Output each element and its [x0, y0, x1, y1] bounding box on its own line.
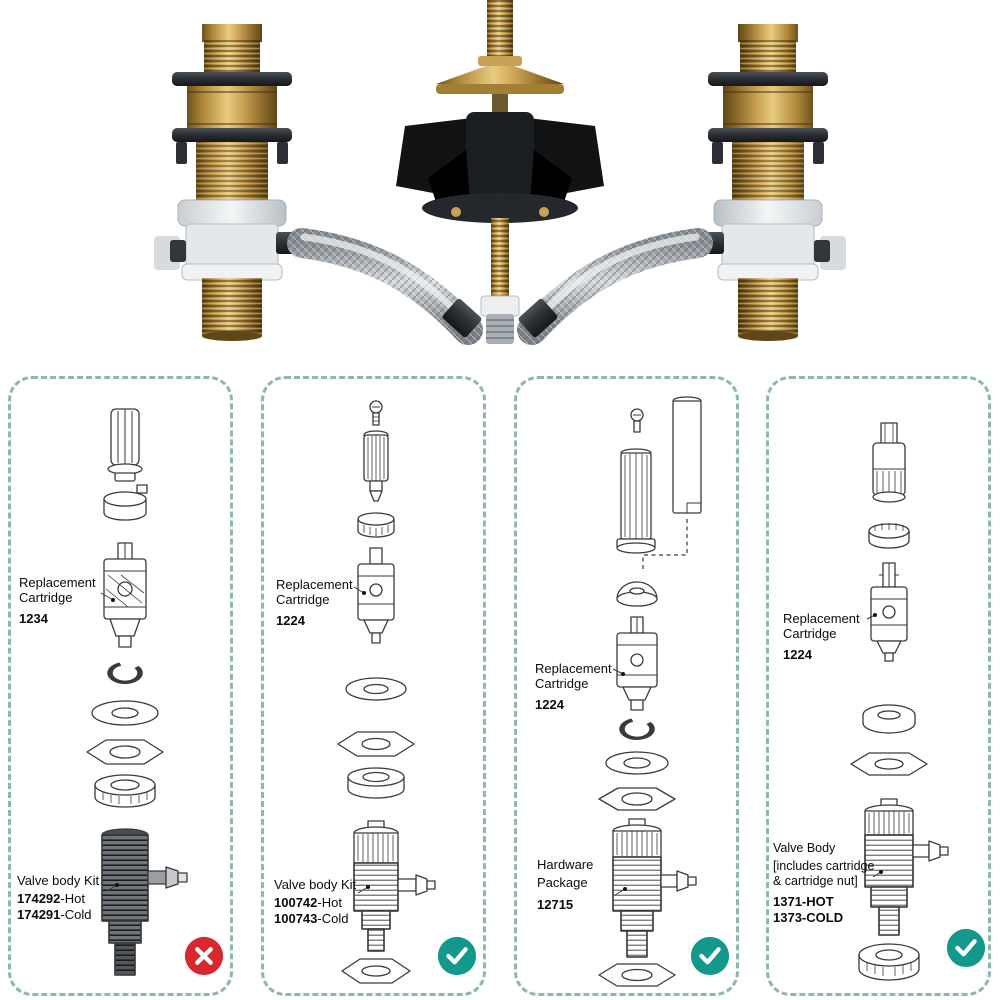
hardware-label-line2: Package: [537, 875, 588, 891]
cartridge-label: Replacement Cartridge 1224: [276, 577, 364, 628]
part-number-row: 1373-COLD: [773, 910, 844, 926]
part-number-row: 100743-Cold: [274, 911, 349, 927]
right-valve-body: [685, 23, 847, 342]
exploded-diagram-2: [337, 400, 436, 984]
option-panel-3: Replacement Cartridge 1224 Hardware Pack…: [514, 376, 739, 996]
cartridge-part-number: 1224: [535, 696, 564, 712]
cartridge-label-line2: Cartridge: [19, 590, 73, 606]
left-supply-hose: [287, 228, 483, 345]
cartridge-label-line2: Cartridge: [535, 676, 589, 692]
center-mounting-bracket: [396, 0, 604, 344]
cartridge-label-line1: Replacement: [19, 575, 96, 590]
left-valve-body: [154, 24, 314, 341]
cartridge-label-line1: Replacement: [276, 577, 353, 592]
valve-body-label-line2: [includes cartridge: [773, 858, 875, 873]
part-number-row: 174291-Cold: [17, 907, 92, 923]
exploded-diagram-1: [86, 408, 188, 976]
cartridge-label: Replacement Cartridge 1234: [19, 575, 107, 626]
cartridge-label: Replacement Cartridge 1224: [783, 611, 867, 662]
valve-body-label: Valve Body [includes cartridge & cartrid…: [773, 841, 877, 926]
hardware-label-line1: Hardware: [537, 857, 594, 872]
part-number-row: 12715: [537, 896, 574, 912]
cartridge-part-number: 1234: [19, 610, 48, 626]
hardware-package-label: Hardware Package 12715: [537, 857, 625, 913]
compatible-check-icon: [689, 935, 731, 977]
cartridge-label-line1: Replacement: [535, 661, 612, 676]
faucet-rough-in-valve-photo: [154, 0, 847, 345]
exploded-diagram-4: [850, 422, 949, 981]
valve-body-label: Valve body Kit 100742-Hot 100743-Cold: [274, 877, 366, 927]
cartridge-label-line2: Cartridge: [783, 626, 837, 642]
valve-body-label-line1: Valve Body: [773, 841, 836, 855]
part-number-row: 174292-Hot: [17, 891, 85, 907]
part-number-row: 100742-Hot: [274, 895, 342, 911]
option-panel-2: Replacement Cartridge 1224 Valve body Ki…: [261, 376, 486, 996]
option-panel-4: Replacement Cartridge 1224 Valve Body [i…: [766, 376, 991, 996]
cartridge-label: Replacement Cartridge 1224: [535, 661, 623, 712]
cartridge-label-line2: Cartridge: [276, 592, 330, 608]
valve-body-label: Valve body Kit 174292-Hot 174291-Cold: [17, 873, 109, 923]
valve-body-label-line: Valve body Kit: [17, 873, 100, 888]
compatible-check-icon: [945, 927, 987, 969]
cartridge-part-number: 1224: [276, 612, 305, 628]
valve-body-label-line3: & cartridge nut]: [773, 873, 858, 888]
valve-body-label-line: Valve body Kit: [274, 877, 357, 892]
part-number-row: 1371-HOT: [773, 894, 834, 910]
compatible-check-icon: [436, 935, 478, 977]
right-supply-hose: [517, 228, 713, 345]
incompatible-cross-icon: [183, 935, 225, 977]
cartridge-part-number: 1224: [783, 646, 812, 662]
cartridge-label-line1: Replacement: [783, 611, 860, 626]
option-panel-1: Replacement Cartridge 1234 Valve body Ki…: [8, 376, 233, 996]
exploded-diagram-3: [598, 396, 702, 987]
